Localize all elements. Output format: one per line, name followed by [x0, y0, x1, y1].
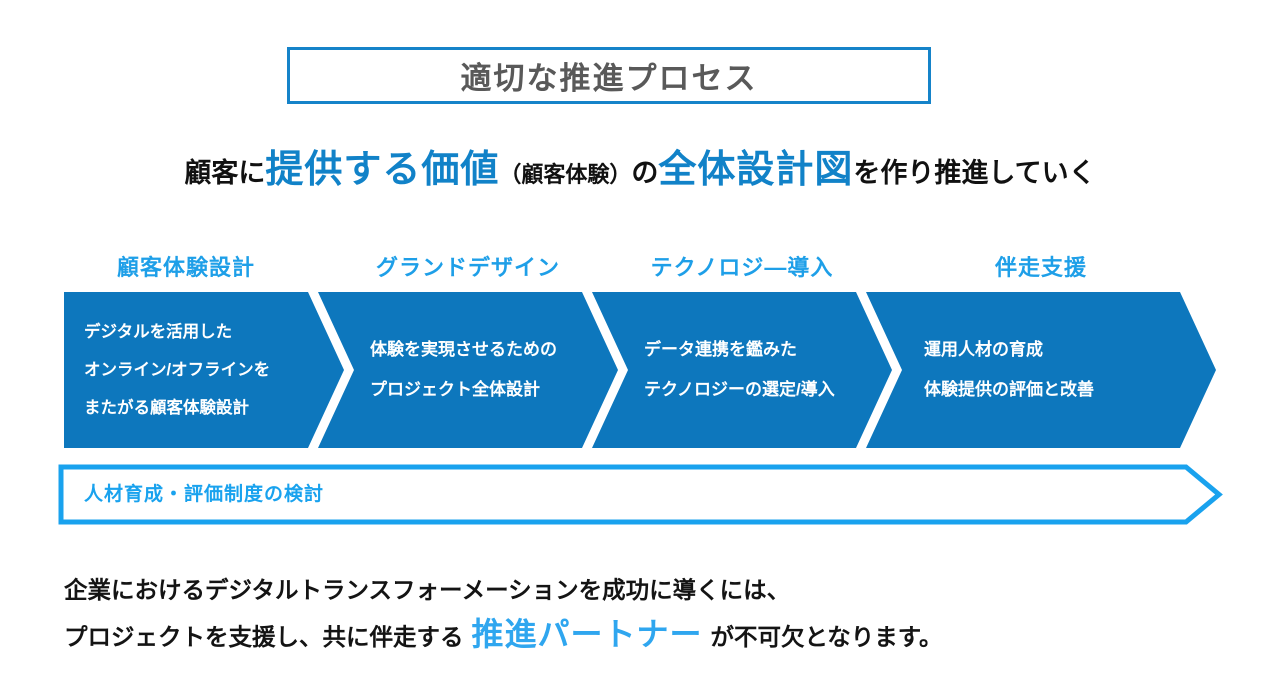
- step-line: またがる顧客体験設計: [84, 399, 249, 417]
- step-line: デジタルを活用した: [84, 323, 233, 341]
- footer-line-2: プロジェクトを支援し、共に伴走する推進パートナーが不可欠となります。: [64, 610, 1264, 661]
- step-line: テクノロジーの選定/導入: [644, 380, 835, 399]
- page-title: 適切な推進プロセス: [460, 61, 758, 96]
- training-banner: 人材育成・評価制度の検討: [58, 464, 1224, 525]
- footer-accent-partner: 推進パートナー: [471, 616, 703, 652]
- footer-line-1: 企業におけるデジタルトランスフォーメーションを成功に導くには、: [64, 577, 791, 603]
- step-line: 体験を実現させるための: [370, 340, 557, 359]
- subtitle-segment: （顧客体験）: [499, 162, 632, 187]
- process-arrow-2: 体験を実現させるための プロジェクト全体設計: [318, 292, 618, 448]
- step-line: データ連携を鑑みた: [644, 340, 797, 359]
- subtitle-accent-blueprint: 全体設計図: [658, 149, 854, 191]
- process-arrow-1: デジタルを活用した オンライン/オフラインを またがる顧客体験設計: [64, 292, 344, 448]
- banner-arrow-outline-icon: [58, 464, 1223, 525]
- subtitle-accent-value: 提供する価値: [265, 149, 500, 191]
- banner-label: 人材育成・評価制度の検討: [84, 484, 325, 505]
- process-arrow-4: 運用人材の育成 体験提供の評価と改善: [866, 292, 1216, 448]
- step-header-technology: テクノロジ―導入: [650, 255, 834, 280]
- step-line: 運用人材の育成: [924, 340, 1043, 359]
- footer-line2-pre: プロジェクトを支援し、共に伴走する: [64, 624, 464, 650]
- step-header-grand-design: グランドデザイン: [375, 255, 561, 280]
- footer-line2-post: が不可欠となります。: [710, 624, 943, 650]
- subtitle: 顧客に提供する価値（顧客体験）の全体設計図を作り推進していく: [0, 138, 1280, 202]
- step-header-customer-experience: 顧客体験設計: [116, 255, 256, 280]
- step-line: オンライン/オフラインを: [84, 361, 271, 379]
- step-header-support: 伴走支援: [994, 255, 1088, 280]
- step-line: プロジェクト全体設計: [370, 380, 540, 399]
- title-box: 適切な推進プロセス: [287, 47, 931, 104]
- process-arrow-3: データ連携を鑑みた テクノロジーの選定/導入: [592, 292, 892, 448]
- step-line: 体験提供の評価と改善: [924, 380, 1094, 399]
- subtitle-segment: を作り推進していく: [853, 158, 1096, 188]
- subtitle-segment: の: [631, 158, 659, 188]
- subtitle-segment: 顧客に: [184, 158, 266, 188]
- footer: 企業におけるデジタルトランスフォーメーションを成功に導くには、 プロジェクトを支…: [64, 570, 1264, 661]
